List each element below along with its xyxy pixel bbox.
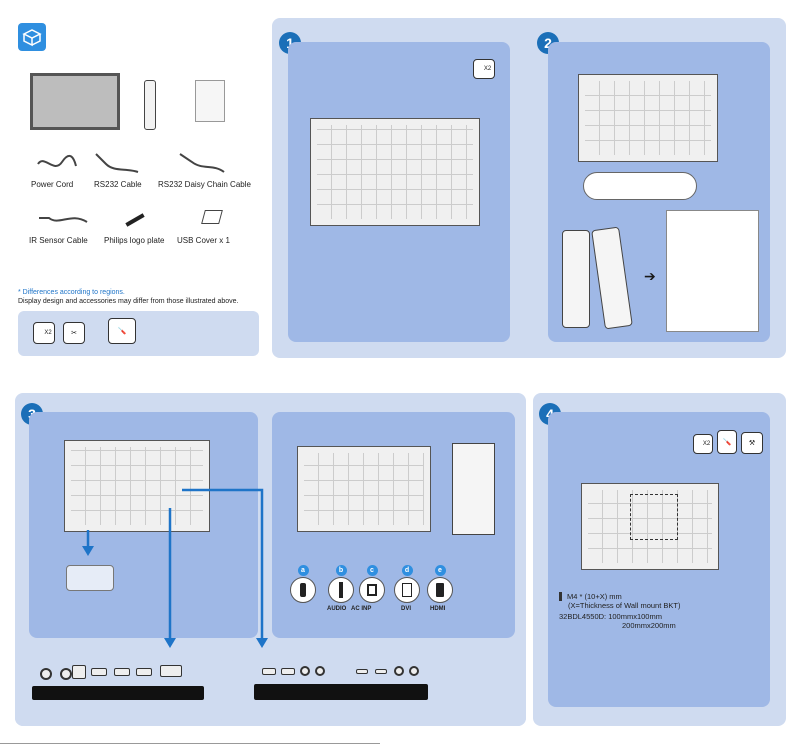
- accessory-label-rs232-cable: RS232 Cable: [94, 180, 142, 189]
- ac-plug-icon: [359, 577, 385, 603]
- connector-label-ac-inp: AC INP: [351, 606, 372, 612]
- accessory-label-power-cord: Power Cord: [31, 180, 74, 189]
- remote-control-image: [144, 80, 156, 130]
- bottom-divider: [0, 743, 380, 744]
- step4-display-back: [581, 483, 719, 570]
- port-ir-out: [60, 668, 72, 680]
- connector-a: a: [290, 565, 316, 603]
- screw-note: (X=Thickness of Wall mount BKT): [568, 601, 681, 610]
- screw-icon: X2: [33, 322, 55, 344]
- philips-logo-plate-image: [125, 213, 145, 227]
- port-hdmi-1: [91, 668, 107, 676]
- connector-label-audio: AUDIO: [327, 606, 347, 612]
- connector-label-dvi: DVI: [401, 606, 412, 612]
- port-usb-2: [375, 669, 387, 674]
- port-usb-1: [356, 669, 368, 674]
- connector-a-badge: a: [297, 565, 309, 576]
- package-icon: [18, 23, 46, 51]
- rs232-cable-image: [95, 153, 139, 173]
- screw-spec-icon: [559, 592, 562, 601]
- hdmi-plug-icon: [427, 577, 453, 603]
- screw-qty: X2: [44, 330, 52, 336]
- step1-display-back: [310, 118, 480, 226]
- accessory-label-usb-cover: USB Cover x 1: [177, 236, 230, 245]
- port-rj45: [72, 665, 86, 679]
- connector-b: b: [324, 565, 358, 603]
- port-hdmi-out-2: [281, 668, 295, 675]
- screw-icon-step4: X2: [693, 434, 713, 454]
- screw-spec: M4 * (10+X) mm: [567, 592, 622, 601]
- port-ir-in: [40, 668, 52, 680]
- arrow-right-icon: ➔: [644, 268, 656, 284]
- accessory-label-rs232-daisy-chain: RS232 Daisy Chain Cable: [158, 180, 251, 189]
- step2-display-back: [578, 74, 718, 162]
- battery-steps-box: [666, 210, 759, 332]
- port-audio-out: [315, 666, 325, 676]
- regional-note-body: Display design and accessories may diffe…: [18, 298, 239, 305]
- cable-plug-icon: [290, 577, 316, 603]
- remote-front: [562, 230, 590, 328]
- regional-note-title: * Differences according to regions.: [18, 289, 125, 296]
- step3-display-back-right: [297, 446, 431, 532]
- usb-cover-image: [201, 210, 223, 224]
- connector-c-badge: c: [366, 565, 378, 576]
- tools-panel: [18, 311, 259, 356]
- step4-screw-qty: X2: [702, 441, 711, 447]
- step3-display-back-left: [64, 440, 210, 532]
- screw-icon-step1: X2: [473, 59, 495, 79]
- display-product-image: [30, 73, 120, 130]
- port-rs232-in: [394, 666, 404, 676]
- screwdriver-icon: 🪛: [108, 318, 136, 344]
- port-dvi: [160, 665, 182, 677]
- pc-tower-image: [452, 443, 495, 535]
- connector-c: c: [359, 565, 385, 603]
- model-vesa-line2: 200mmx200mm: [622, 621, 676, 630]
- port-audio-in: [300, 666, 310, 676]
- port-hdmi-2: [114, 668, 130, 676]
- connector-d-badge: d: [401, 565, 413, 576]
- accessory-label-philips-logo-plate: Philips logo plate: [104, 236, 165, 245]
- scissors-icon: ✂: [63, 322, 85, 344]
- connector-e: e: [427, 565, 453, 603]
- ir-sensor-cable-image: [39, 217, 88, 223]
- audio-jack-icon: [328, 577, 354, 603]
- model-vesa-line1: 32BDL4550D: 100mmx100mm: [559, 612, 662, 621]
- port-strip-left: [32, 686, 204, 700]
- port-strip-right: [254, 684, 428, 700]
- control-keypad: [583, 172, 697, 200]
- power-cord-image: [37, 154, 77, 167]
- port-rs232-out: [409, 666, 419, 676]
- dvi-plug-icon: [394, 577, 420, 603]
- step1-screw-qty: X2: [483, 66, 492, 72]
- connector-e-badge: e: [434, 565, 446, 576]
- screwdriver-icon-step4: 🪛: [717, 430, 737, 454]
- drill-icon: ⚒: [741, 432, 763, 454]
- rs232-daisy-chain-cable-image: [179, 153, 225, 173]
- vesa-hole-pattern: [630, 494, 678, 540]
- quick-start-guide-image: [195, 80, 225, 122]
- connector-d: d: [394, 565, 420, 603]
- connector-b-badge: b: [335, 565, 347, 576]
- accessory-label-ir-sensor-cable: IR Sensor Cable: [29, 236, 88, 245]
- ac-outlet-icon: [66, 565, 114, 591]
- connector-label-hdmi: HDMI: [430, 606, 446, 612]
- port-hdmi-out-1: [262, 668, 276, 675]
- port-hdmi-3: [136, 668, 152, 676]
